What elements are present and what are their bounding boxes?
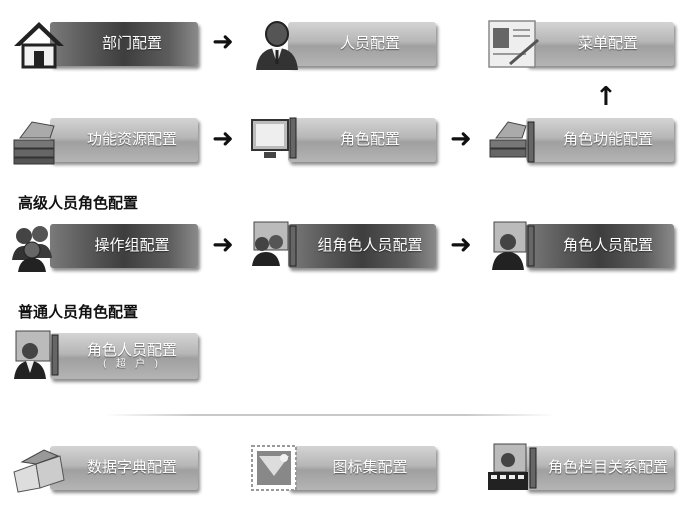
dictionary-config-tile[interactable]: 数据字典配置 xyxy=(10,438,198,498)
func-resource-config-label: 功能资源配置 xyxy=(86,130,177,149)
server-tools-icon xyxy=(489,121,535,163)
super-user-note: ( 超 户 ) xyxy=(102,358,162,370)
role-person-config-button[interactable]: 角色人员配置 xyxy=(526,224,674,268)
media-tools-icon xyxy=(488,443,537,490)
menu-config-label: 菜单配置 xyxy=(577,34,638,53)
menu-config-button[interactable]: 菜单配置 xyxy=(526,22,674,66)
role-person-config-label: 角色人员配置 xyxy=(562,236,653,255)
open-book-icon xyxy=(13,449,65,493)
role-column-config-label: 角色栏目关系配置 xyxy=(547,458,668,477)
personnel-config-tile[interactable]: 人员配置 xyxy=(248,14,436,74)
arrow-up-icon: ↑ xyxy=(595,82,617,112)
group-role-person-config-tile[interactable]: 组角色人员配置 xyxy=(248,216,436,276)
group-icon xyxy=(12,226,52,272)
menu-config-tile[interactable]: 菜单配置 xyxy=(486,14,674,74)
normal-section-title: 普通人员角色配置 xyxy=(18,303,139,321)
icon-set-config-tile[interactable]: 图标集配置 xyxy=(248,438,436,498)
arrow-right-icon: ➜ xyxy=(212,27,234,57)
role-column-config-button[interactable]: 角色栏目关系配置 xyxy=(526,446,674,490)
dictionary-config-button[interactable]: 数据字典配置 xyxy=(50,446,198,490)
arrow-right-icon: ➜ xyxy=(212,230,234,260)
monitor-tools-icon xyxy=(251,117,297,159)
dept-config-tile[interactable]: 部门配置 xyxy=(10,14,198,74)
personnel-config-button[interactable]: 人员配置 xyxy=(288,22,436,66)
normal-role-person-config-button[interactable]: 角色人员配置 ( 超 户 ) xyxy=(50,333,198,379)
icon-set-config-label: 图标集配置 xyxy=(332,458,408,477)
role-column-config-tile[interactable]: 角色栏目关系配置 xyxy=(486,438,674,498)
dept-config-button[interactable]: 部门配置 xyxy=(50,22,198,66)
dept-config-label: 部门配置 xyxy=(101,34,162,53)
role-config-label: 角色配置 xyxy=(339,130,400,149)
dictionary-config-label: 数据字典配置 xyxy=(86,458,177,477)
normal-role-person-config-tile[interactable]: 角色人员配置 ( 超 户 ) xyxy=(10,325,198,387)
role-func-config-label: 角色功能配置 xyxy=(562,130,653,149)
section-divider xyxy=(105,414,555,416)
admin-person-icon xyxy=(14,330,59,379)
role-func-config-tile[interactable]: 角色功能配置 xyxy=(486,110,674,170)
senior-section-title: 高级人员角色配置 xyxy=(18,194,139,212)
role-config-tile[interactable]: 角色配置 xyxy=(248,110,436,170)
group-tools-icon xyxy=(252,221,297,267)
op-group-config-label: 操作组配置 xyxy=(94,236,170,255)
role-func-config-button[interactable]: 角色功能配置 xyxy=(526,118,674,162)
person-icon xyxy=(256,21,298,70)
func-resource-config-button[interactable]: 功能资源配置 xyxy=(50,118,198,162)
house-icon xyxy=(14,22,64,69)
person-tools-icon xyxy=(492,221,535,270)
server-stack-icon xyxy=(13,121,55,165)
personnel-config-label: 人员配置 xyxy=(339,34,400,53)
icon-set-config-button[interactable]: 图标集配置 xyxy=(288,446,436,490)
normal-role-person-config-label: 角色人员配置 xyxy=(86,340,177,359)
role-config-button[interactable]: 角色配置 xyxy=(288,118,436,162)
role-person-config-tile[interactable]: 角色人员配置 xyxy=(486,216,674,276)
func-resource-config-tile[interactable]: 功能资源配置 xyxy=(10,110,198,170)
op-group-config-button[interactable]: 操作组配置 xyxy=(50,224,198,268)
op-group-config-tile[interactable]: 操作组配置 xyxy=(10,216,198,276)
arrow-right-icon: ➜ xyxy=(450,124,472,154)
arrow-right-icon: ➜ xyxy=(212,124,234,154)
group-role-person-config-label: 组角色人员配置 xyxy=(317,236,423,255)
stamp-image-icon xyxy=(251,445,297,491)
group-role-person-config-button[interactable]: 组角色人员配置 xyxy=(288,224,436,268)
arrow-right-icon: ➜ xyxy=(450,230,472,260)
document-edit-icon xyxy=(488,20,539,68)
